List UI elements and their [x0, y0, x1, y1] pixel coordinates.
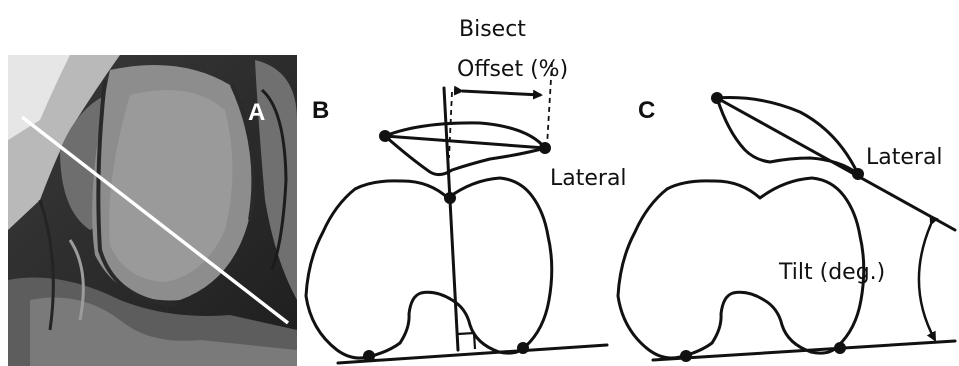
- lateral-condyle-point-b: [517, 342, 529, 354]
- patella-outline-b: [385, 123, 545, 175]
- patella-medial-point-c: [711, 92, 723, 104]
- lateral-label-b: Lateral: [550, 166, 627, 191]
- lateral-label-c: Lateral: [866, 145, 943, 170]
- bisect-line: [444, 88, 458, 350]
- patella-lateral-point-b: [539, 142, 551, 154]
- femur-outline-b: [306, 178, 552, 358]
- panel-c: C Lateral Tilt (deg.): [618, 92, 955, 362]
- medial-condyle-point-b: [363, 350, 375, 362]
- panel-b-letter: B: [312, 97, 329, 124]
- patella-lateral-point-c: [852, 168, 864, 180]
- lateral-condyle-point-c: [834, 342, 846, 354]
- patella-medial-point-b: [379, 130, 391, 142]
- panel-b: B Bisect Offset (%) Lateral: [306, 17, 627, 363]
- panel-a: A: [8, 55, 297, 366]
- bisect-label: Bisect: [459, 17, 526, 42]
- panel-a-letter: A: [248, 99, 265, 126]
- trochlear-groove-point: [444, 192, 456, 204]
- offset-label: Offset (%): [457, 57, 568, 82]
- patella-width-line-b: [385, 136, 545, 148]
- right-angle-marker: [458, 333, 475, 349]
- tilt-angle-arc: [919, 224, 935, 340]
- panel-c-letter: C: [638, 97, 655, 124]
- offset-arrow: [462, 91, 541, 95]
- tilt-label: Tilt (deg.): [778, 260, 885, 285]
- medial-condyle-point-c: [680, 350, 692, 362]
